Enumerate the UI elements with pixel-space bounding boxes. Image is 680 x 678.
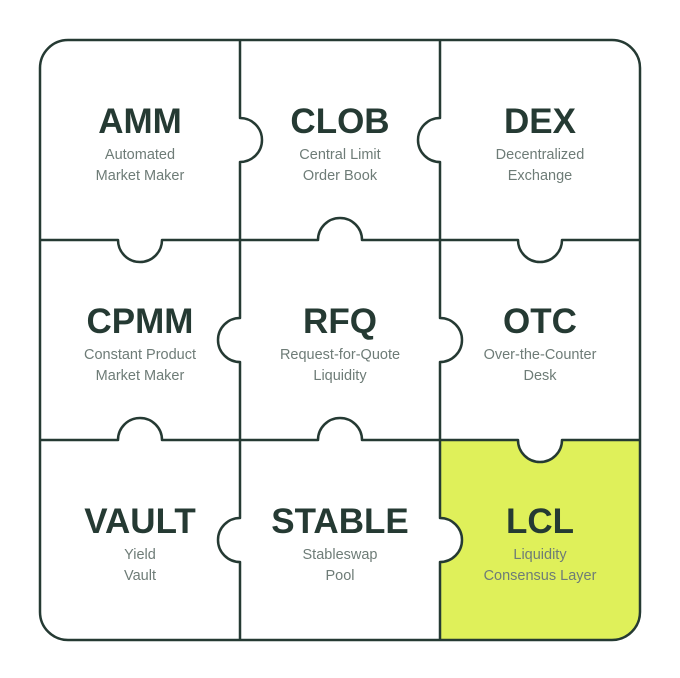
- seam-vertical-2-0: [216, 440, 242, 640]
- seam-vertical-2-1: [438, 440, 464, 640]
- puzzle-piece-clob: [240, 40, 440, 240]
- seam-vertical-1-0: [216, 240, 242, 440]
- puzzle-piece-dex: [418, 40, 640, 262]
- seam-vertical-0-1: [416, 40, 442, 240]
- seam-vertical-1-1: [438, 240, 464, 440]
- seam-horizontal-2-2: [440, 438, 640, 464]
- puzzle-piece-otc: [440, 240, 640, 462]
- seam-vertical-0-0: [238, 40, 264, 240]
- puzzle-outer-frame: [38, 38, 642, 642]
- seam-horizontal-2-1: [240, 416, 440, 442]
- seam-horizontal-1-2: [440, 238, 640, 264]
- puzzle-piece-cpmm: [40, 240, 240, 440]
- puzzle-piece-stable: [218, 418, 462, 640]
- seam-horizontal-1-1: [240, 216, 440, 242]
- puzzle-piece-amm: [40, 40, 262, 262]
- seam-horizontal-2-0: [40, 416, 240, 442]
- puzzle-piece-lcl: [440, 440, 640, 640]
- puzzle-piece-rfq: [218, 218, 462, 440]
- puzzle-piece-vault: [40, 418, 240, 640]
- seam-horizontal-1-0: [40, 238, 240, 264]
